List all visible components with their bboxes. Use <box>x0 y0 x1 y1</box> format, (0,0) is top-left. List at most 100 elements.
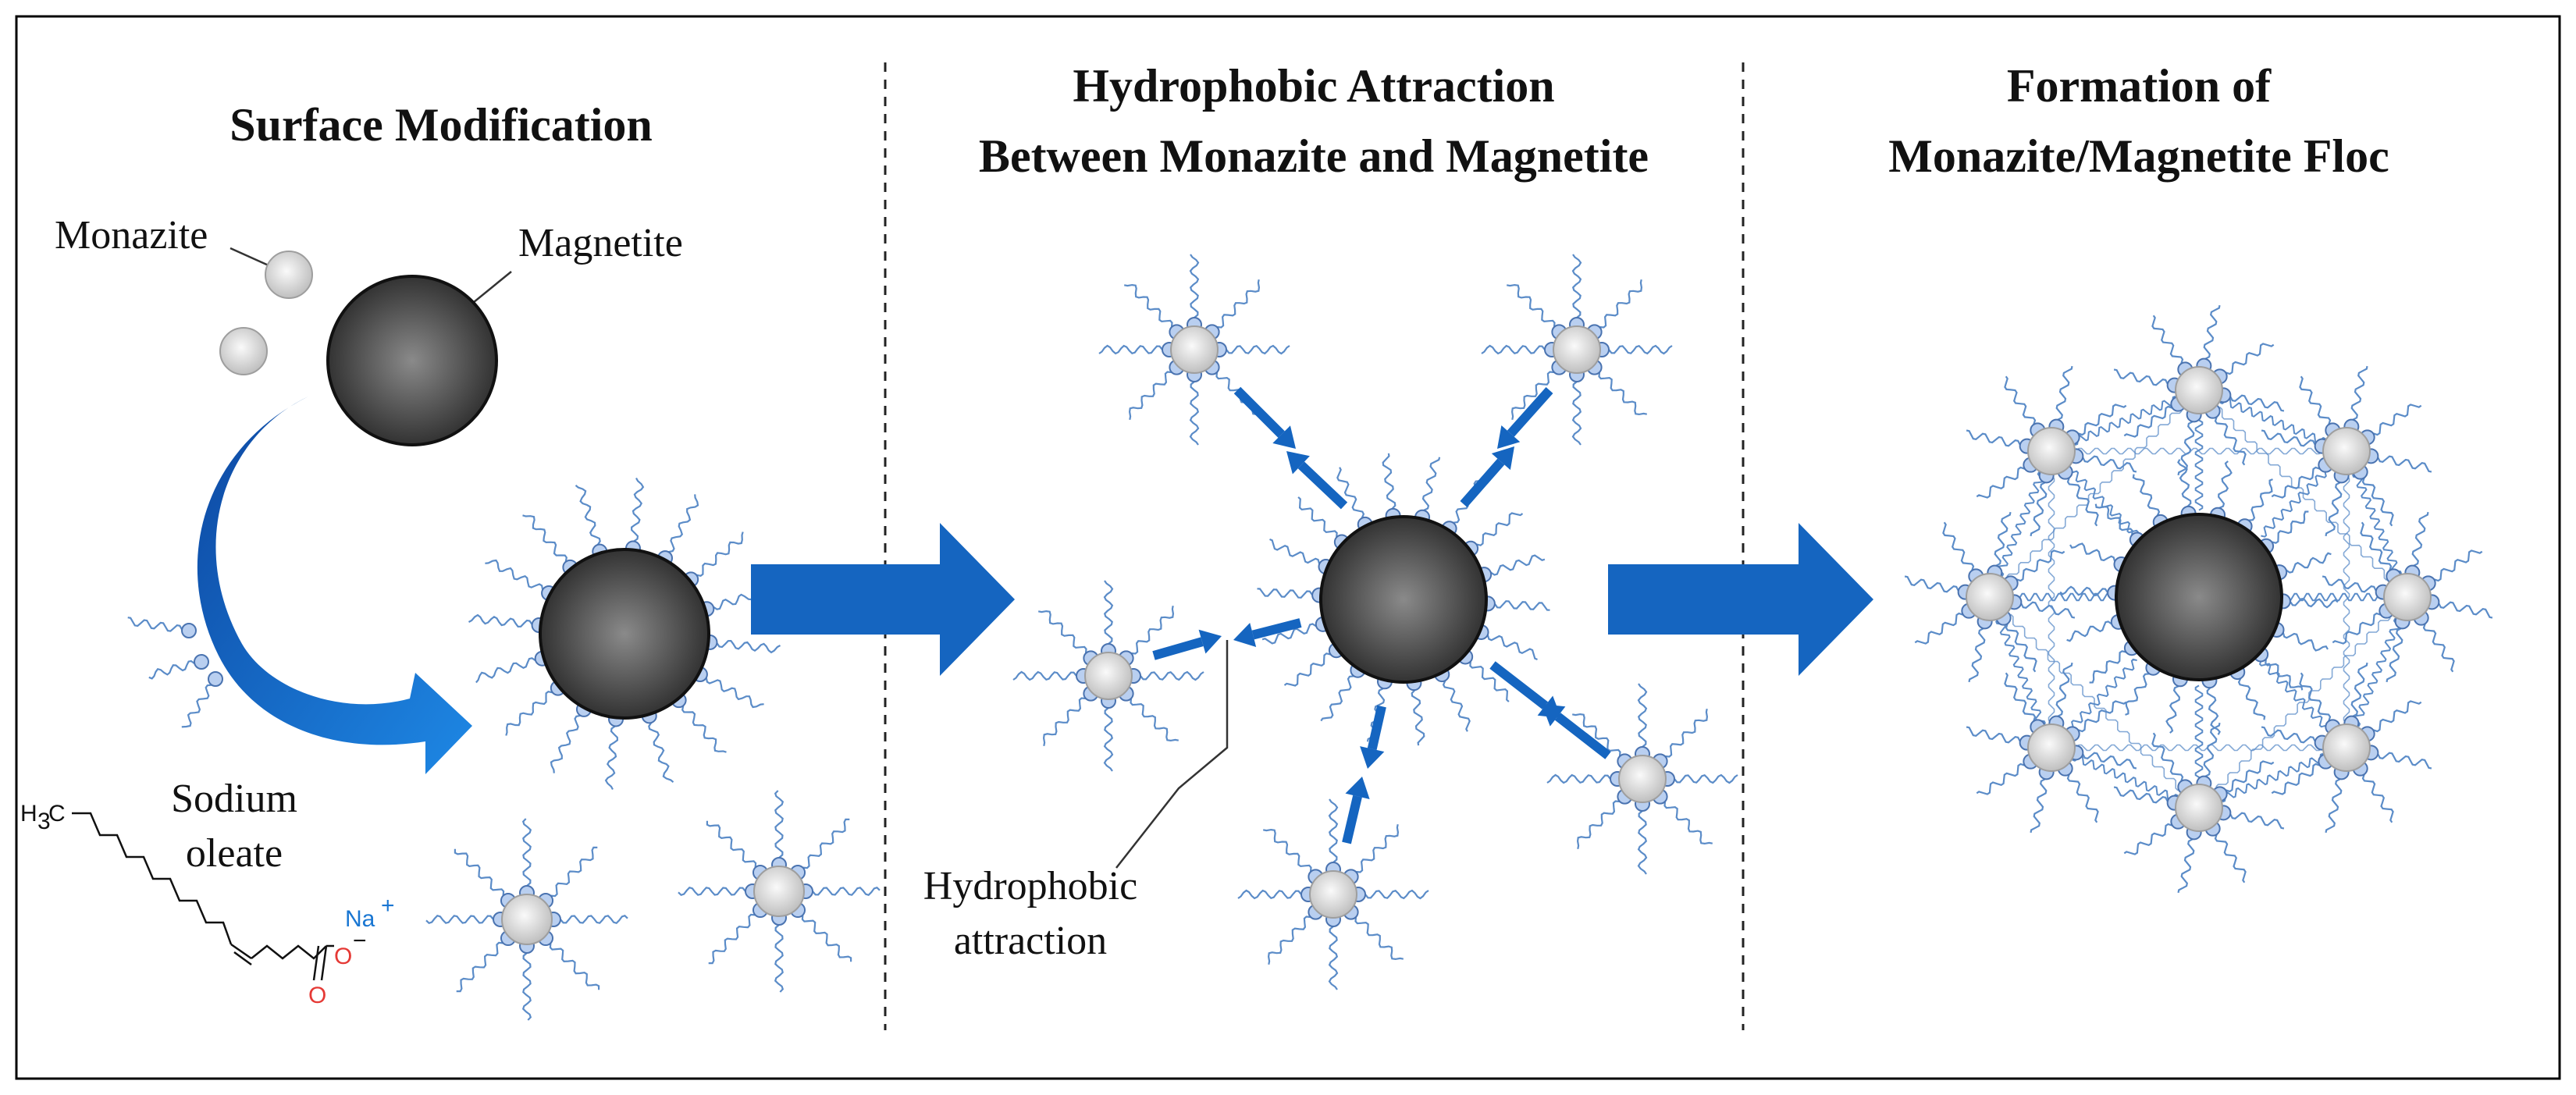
coated-magnetite-p2-oleate-17-tail <box>1490 554 1546 576</box>
attraction-arrow-1a-shaft <box>1233 386 1285 438</box>
coated-magnetite-p2-oleate-7-tail <box>1283 652 1331 687</box>
coated-monazite-p2-3-oleate-4-tail <box>1546 773 1611 784</box>
attraction-arrow-3a-head <box>1198 629 1222 654</box>
coated-magnetite-p1-oleate-0-tail <box>716 639 781 654</box>
coated-monazite-p3-0-oleate-5-tail <box>2151 315 2184 364</box>
floc-link-cross-7 <box>2051 447 2347 455</box>
coated-magnetite-p2-oleate-2-tail <box>1469 661 1510 702</box>
coated-monazite-p1a-oleate-5-tail <box>454 848 505 896</box>
sodium-oleate-structure: H 3 C <box>20 801 252 966</box>
attraction-arrow-2a-head <box>1497 425 1521 449</box>
formula-methyl-sub: 3 <box>37 809 51 834</box>
coated-monazite-p2-0-oleate-5-tail <box>1123 283 1173 328</box>
coated-magnetite-p2-oleate-1-tail <box>1486 635 1538 661</box>
coated-magnetite-p3-oleate-4-tail <box>2206 687 2221 735</box>
coated-magnetite-p2-oleate-0-tail <box>1494 600 1550 611</box>
attraction-arrow-5a-shaft <box>1367 705 1386 750</box>
free-oleate-3-head <box>208 671 223 687</box>
coated-monazite-p1b-oleate-6-tail <box>774 790 785 859</box>
coated-monazite-p2-4-oleate-5-tail <box>1262 828 1312 873</box>
coated-monazite-p1b-oleate-0-tail <box>812 886 881 897</box>
coated-monazite-p2-0-oleate-0-tail <box>1226 344 1290 355</box>
monazite-particle-coated-1 <box>501 894 553 945</box>
coated-monazite-p3-3-oleate-2-tail <box>2325 778 2343 834</box>
coated-magnetite-p1-oleate-4-tail <box>604 725 619 791</box>
monazite-particle-floc-7 <box>2027 427 2076 475</box>
coated-monazite-p2-2-oleate-4-tail <box>1012 670 1077 681</box>
coated-monazite-p2-3-oleate-6-tail <box>1637 683 1648 748</box>
coated-monazite-p3-7-oleate-5-tail <box>2004 375 2037 425</box>
coated-monazite-p3-6-oleate-0-tail <box>2020 601 2076 619</box>
coated-magnetite-p1-oleate-5-tail <box>550 714 581 773</box>
figure-border <box>15 15 2561 1080</box>
coated-magnetite-p2-oleate-6-tail <box>1320 675 1354 722</box>
coated-magnetite-p1-oleate-1-tail <box>705 677 764 709</box>
coated-magnetite-p2-oleate-13-tail <box>1382 453 1397 510</box>
magnetite-particle-raw <box>326 275 498 446</box>
label-monazite: Monazite <box>55 213 208 258</box>
coated-magnetite-p1-oleate-12-tail <box>630 477 645 542</box>
formula-oxygen-anion: O <box>334 944 352 969</box>
coated-monazite-p3-6-oleate-7-tail <box>2016 549 2065 582</box>
floc-link-ring-1 <box>2343 450 2411 598</box>
carbonyl-bond-a <box>320 945 328 981</box>
monazite-particle-2 <box>219 327 268 375</box>
attraction-arrow-2b-head <box>1491 446 1514 471</box>
coated-monazite-p2-3-oleate-3-tail <box>1576 800 1621 850</box>
coated-monazite-p3-1-oleate-7-tail <box>2372 404 2422 436</box>
coated-monazite-p3-7-oleate-2-tail <box>2030 482 2048 537</box>
coated-magnetite-p3-oleate-5-tail <box>2165 685 2180 734</box>
coated-monazite-p2-4-oleate-6-tail <box>1328 798 1339 863</box>
coated-monazite-p3-4-oleate-1-tail <box>2214 834 2247 883</box>
floc-link-cross-3 <box>2051 744 2347 752</box>
title-hydrophobic-line2: Between Monazite and Magnetite <box>979 130 1649 182</box>
coated-monazite-p3-7-oleate-0-tail <box>2082 455 2137 473</box>
monazite-particle-1 <box>265 251 313 299</box>
coated-monazite-p2-0-oleate-4-tail <box>1098 344 1163 355</box>
floc-link-ring-0 <box>2198 389 2347 453</box>
formula-sodium-ion: Na <box>345 906 375 932</box>
title-floc-line1: Formation of <box>2007 60 2272 112</box>
coated-monazite-p2-1-oleate-3-tail <box>1510 371 1555 421</box>
magnetite-particle-p2 <box>1319 515 1488 684</box>
coated-monazite-p3-2-oleate-5-tail <box>2360 521 2393 571</box>
coated-monazite-p2-1-oleate-7-tail <box>1599 279 1643 329</box>
monazite-particle-p2-2 <box>1084 652 1133 700</box>
coated-magnetite-p1-oleate-3-tail <box>648 722 674 783</box>
monazite-particle-floc-4 <box>2175 784 2223 832</box>
formula-carbonyl-oxygen: O <box>308 983 326 1008</box>
coated-monazite-p1b-oleate-5-tail <box>706 820 757 868</box>
free-oleate-1-tail <box>127 617 183 632</box>
coated-monazite-p2-1-oleate-1-tail <box>1598 372 1648 416</box>
label-sodium: Sodium <box>171 777 297 821</box>
monazite-particle-floc-5 <box>2027 723 2076 772</box>
coated-magnetite-p2-oleate-4-tail <box>1411 689 1425 746</box>
attraction-arrow-4a-shaft <box>1489 661 1549 709</box>
coated-monazite-p3-4-oleate-0-tail <box>2229 812 2285 830</box>
monazite-particle-p2-0 <box>1170 325 1219 374</box>
attraction-arrow-3b-shaft <box>1251 618 1302 640</box>
coated-monazite-p3-5-oleate-6-tail <box>2055 662 2073 717</box>
floc-link-cross-2 <box>2198 596 2408 809</box>
coated-monazite-p3-3-oleate-7-tail <box>2372 700 2422 733</box>
free-oleate-1-head <box>181 623 197 638</box>
coated-monazite-p3-5-oleate-4-tail <box>1966 726 2021 744</box>
coated-monazite-p3-5-oleate-0-tail <box>2082 752 2137 770</box>
coated-monazite-p2-1-oleate-6-tail <box>1571 254 1582 318</box>
coated-magnetite-p3-oleate-3-tail <box>2237 677 2266 720</box>
coated-monazite-p3-4-oleate-4-tail <box>2113 786 2169 804</box>
coated-monazite-p3-2-oleate-1-tail <box>2422 623 2455 673</box>
coated-monazite-p3-2-oleate-4-tail <box>2322 575 2377 593</box>
coated-magnetite-p3-oleate-6-tail <box>2125 673 2150 716</box>
floc-link-ring-4 <box>2051 746 2200 809</box>
coated-monazite-p2-4-oleate-3-tail <box>1267 915 1311 965</box>
coated-monazite-p3-4-oleate-6-tail <box>2203 722 2221 777</box>
magnetite-particle-coated <box>539 548 710 720</box>
coated-monazite-p2-3-oleate-5-tail <box>1571 713 1621 757</box>
attraction-arrow-1b-head <box>1286 451 1310 475</box>
attraction-arrow-5b-shaft <box>1342 795 1362 844</box>
attraction-arrow-3b-head <box>1233 623 1257 648</box>
coated-monazite-p3-2-oleate-2-tail <box>2386 627 2403 683</box>
coated-monazite-p1b-oleate-2-tail <box>774 924 785 993</box>
